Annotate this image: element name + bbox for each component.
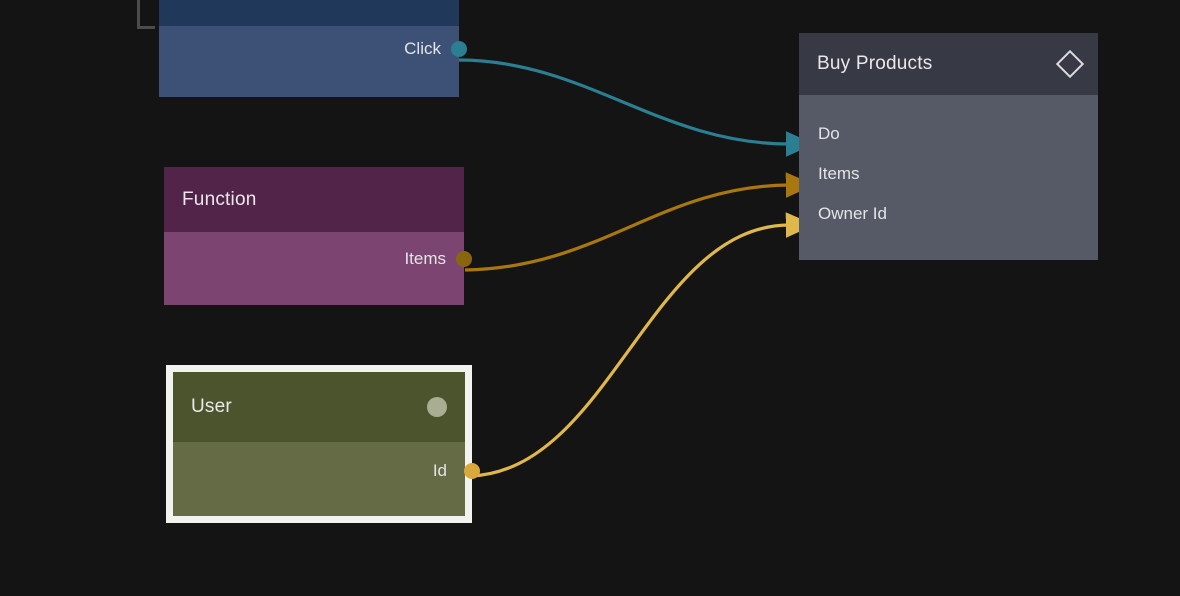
node-function-body: Items: [164, 232, 472, 305]
connection-id-to-owner-id[interactable]: [470, 212, 815, 478]
output-port-id-label: Id: [432, 461, 447, 480]
node-function-title: Function: [182, 188, 257, 210]
connection-click-to-do[interactable]: [458, 58, 815, 157]
input-port-owner-id-label: Owner Id: [818, 204, 887, 223]
node-user[interactable]: User Id: [166, 365, 480, 523]
output-port-id[interactable]: Id: [173, 458, 480, 484]
node-user-body: Id: [173, 442, 480, 516]
input-port-do[interactable]: Do: [799, 114, 1098, 154]
node-buy-products-header[interactable]: Buy Products: [799, 33, 1098, 95]
input-port-owner-id[interactable]: Owner Id: [799, 194, 1098, 234]
output-port-click[interactable]: Click: [159, 36, 467, 62]
node-buy-products-title: Buy Products: [817, 53, 933, 74]
input-port-items[interactable]: Items: [799, 154, 1098, 194]
output-port-id-dot[interactable]: [464, 463, 480, 479]
node-user-header[interactable]: User: [173, 372, 465, 442]
node-function[interactable]: Function Items: [164, 167, 472, 305]
output-port-items-dot[interactable]: [456, 251, 472, 267]
output-port-items[interactable]: Items: [164, 246, 472, 272]
node-function-header[interactable]: Function: [164, 167, 464, 232]
node-user-title: User: [191, 396, 232, 417]
output-port-click-dot[interactable]: [451, 41, 467, 57]
circle-icon: [427, 397, 447, 417]
node-event-header[interactable]: [159, 0, 459, 26]
connection-items-to-items[interactable]: [464, 172, 815, 272]
node-event[interactable]: Click: [159, 0, 467, 97]
diamond-icon: [1055, 49, 1085, 79]
input-port-do-label: Do: [818, 124, 840, 143]
input-port-items-label: Items: [818, 164, 860, 183]
output-port-items-label: Items: [404, 249, 446, 268]
node-buy-products[interactable]: Buy Products Do Items Owner Id: [799, 33, 1098, 260]
output-port-click-label: Click: [404, 39, 441, 58]
node-event-body: Click: [159, 26, 467, 97]
corner-bracket-marker: [137, 0, 155, 29]
node-buy-products-body: Do Items Owner Id: [799, 95, 1098, 260]
